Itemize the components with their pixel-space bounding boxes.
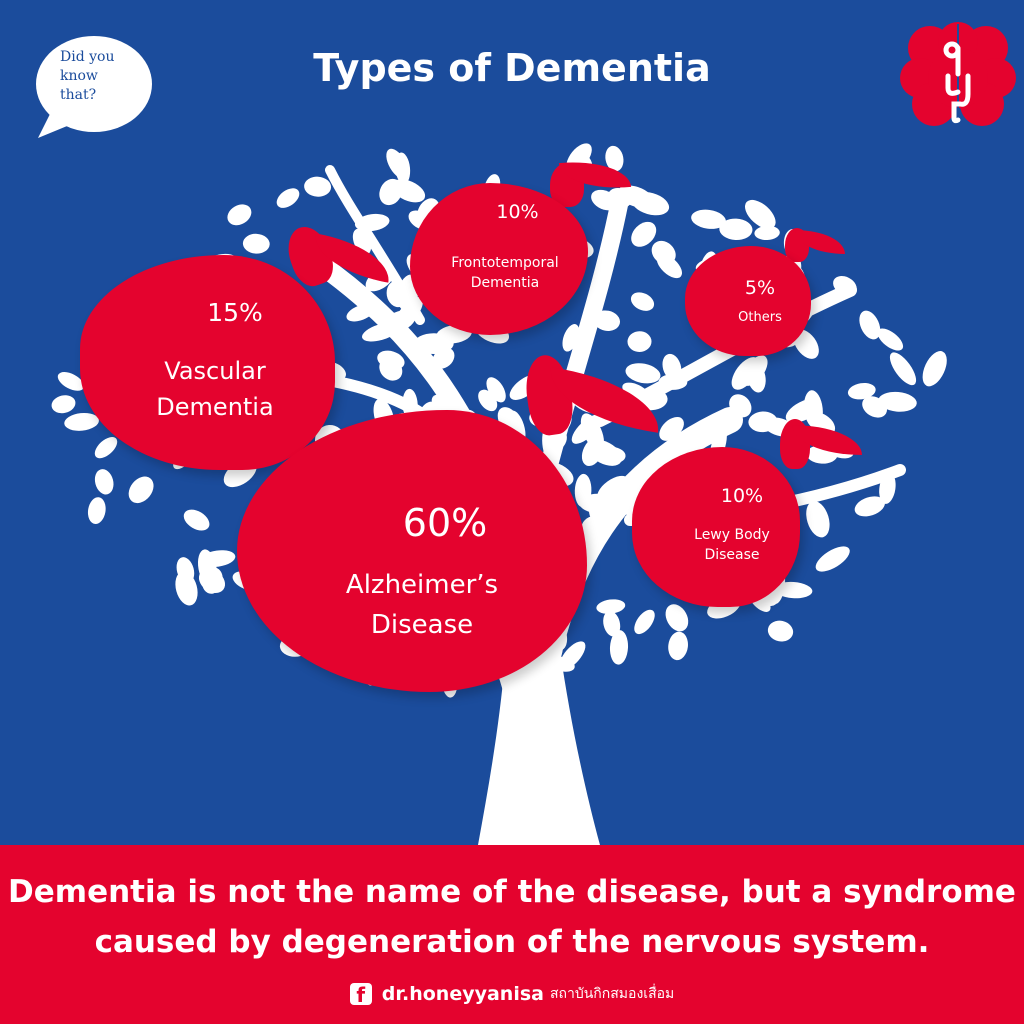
tree-leaf [175, 571, 198, 606]
fruit-frontotemporal-dementia: 10% Frontotemporal Dementia [410, 155, 632, 340]
tree-leaf [847, 383, 876, 400]
tree-leaf [605, 145, 624, 172]
tree-leaf [304, 176, 332, 197]
brain-logo-icon [900, 22, 1016, 126]
tree-leaf [627, 331, 652, 353]
message-band: Dementia is not the name of the disease,… [0, 845, 1024, 1024]
type-label-line: Others [738, 310, 782, 325]
bubble-line: know [60, 68, 98, 84]
tree-trunk [478, 650, 600, 845]
tree-leaf [651, 240, 676, 265]
tree-leaf [631, 221, 657, 247]
type-label: Alzheimer’s Disease [317, 565, 527, 645]
type-label-line: Disease [370, 610, 474, 640]
tree-leaf [922, 351, 947, 387]
fruit-alzheimers-disease: 60% Alzheimer’s Disease [237, 352, 667, 695]
tree-leaf [596, 599, 626, 614]
tree-leaf [815, 546, 850, 572]
tree-leaf [859, 310, 881, 340]
thai-text: สถาบันกิกสมองเสื่อม [549, 986, 675, 1002]
type-label-line: Alzheimer’s [345, 570, 499, 600]
tree-leaf [379, 357, 403, 381]
tree-leaf [742, 355, 768, 386]
tree-leaf [395, 152, 411, 185]
tree-leaf [889, 352, 917, 386]
tree-branch [527, 407, 743, 713]
tree-leaf [94, 437, 118, 459]
tree-leaf [878, 391, 917, 412]
tree-leaf [64, 412, 99, 431]
tree-leaf [806, 501, 830, 538]
tree-leaf [691, 209, 726, 229]
tree-leaf [754, 225, 780, 241]
facebook-icon: f [349, 983, 372, 1007]
type-label: Vascular Dementia [120, 353, 310, 425]
tree-leaf [57, 372, 84, 391]
tree-branch [325, 165, 425, 325]
tree-leaf [748, 411, 778, 433]
percent-label: 10% [496, 201, 539, 223]
percent-label: 5% [744, 277, 776, 299]
tree-leaf [94, 469, 114, 495]
bubble-line: that? [60, 87, 97, 103]
tree-leaf [668, 631, 688, 661]
tree-leaf [87, 497, 106, 525]
type-label-line: Vascular [164, 357, 266, 385]
tree-leaf [478, 389, 498, 412]
type-label-line: Dementia [470, 275, 540, 291]
message-line: caused by degeneration of the nervous sy… [94, 924, 930, 960]
tree-leaf [609, 630, 629, 665]
tree-leaf [767, 620, 794, 642]
tree-leaf [242, 233, 270, 254]
type-label-line: Dementia [156, 393, 274, 421]
tree-leaf [198, 569, 226, 593]
tree-leaf [183, 509, 210, 531]
tree-branch [531, 191, 629, 509]
percent-label: 60% [402, 501, 488, 545]
message-text: Dementia is not the name of the disease,… [0, 867, 1024, 967]
page-title: Types of Dementia [313, 46, 711, 90]
tree-leaf [227, 204, 252, 226]
type-label-line: Lewy Body [694, 527, 770, 543]
tree-leaf [665, 604, 689, 632]
tree-leaf [586, 439, 622, 466]
tree-leaf [128, 476, 154, 504]
tree-leaf [877, 328, 904, 351]
tree-leaf [630, 292, 655, 311]
tree-leaf [854, 496, 885, 517]
type-label: Lewy Body Disease [672, 525, 792, 565]
message-line: Dementia is not the name of the disease,… [8, 874, 1016, 910]
tree-leaf [51, 395, 76, 414]
type-label-line: Frontotemporal [451, 255, 559, 271]
bubble-line: Did you [60, 49, 115, 65]
tree-leaf [785, 398, 822, 423]
tree-leaf [486, 377, 506, 403]
type-label: Frontotemporal Dementia [420, 253, 590, 293]
fruit-others: 5% Others [685, 222, 845, 362]
did-you-know-bubble: Did you know that? [28, 34, 154, 138]
footer-social[interactable]: f dr.honeyyanisa สถาบันกิกสมองเสื่อม [0, 983, 1024, 1007]
tree-leaf [276, 188, 300, 208]
fruit-vascular-dementia: 15% Vascular Dementia [80, 210, 395, 475]
percent-label: 15% [207, 298, 263, 327]
tree-leaf [603, 610, 621, 637]
tree-leaf [625, 363, 661, 384]
tree-leaf [559, 641, 586, 670]
tree-leaf [744, 199, 776, 229]
tree-leaf [379, 178, 403, 206]
tree-leaf [634, 609, 655, 635]
tree-leaf [793, 329, 819, 359]
fruit-lewy-body-disease: 10% Lewy Body Disease [632, 415, 862, 610]
type-label-line: Disease [704, 547, 760, 563]
facebook-handle[interactable]: dr.honeyyanisa [381, 983, 544, 1005]
speech-bubble-icon [36, 36, 152, 138]
percent-label: 10% [720, 485, 764, 507]
tree-leaf [719, 218, 753, 241]
tree-leaf [631, 191, 670, 216]
type-label: Others [725, 310, 795, 325]
